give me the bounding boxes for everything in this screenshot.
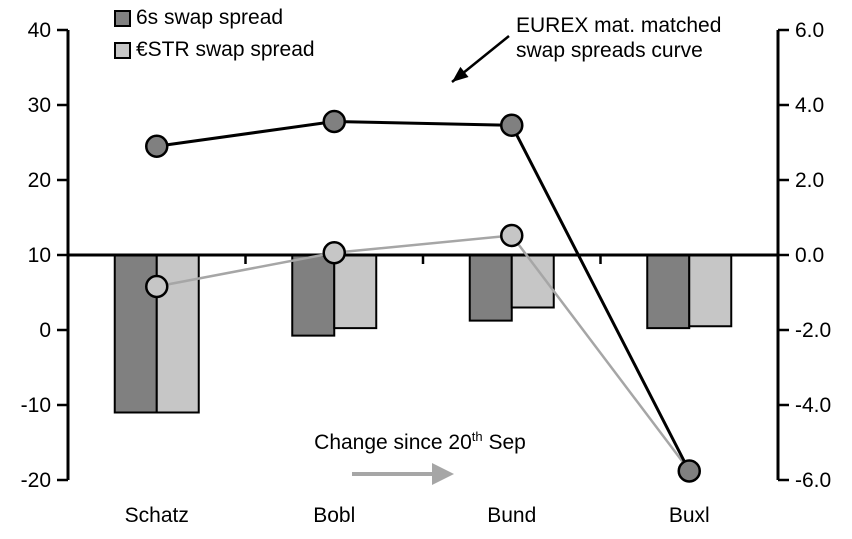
line-6s-curve — [156, 119, 691, 472]
legend-item-estr: €STR swap spread — [114, 38, 315, 62]
annotation-line2: swap spreads curve — [516, 39, 703, 62]
legend-swatch-estr-icon — [114, 41, 131, 59]
bar-estr-buxl — [688, 254, 733, 328]
legend-swatch-6s-icon — [114, 9, 131, 27]
left-axis-label: 0 — [39, 319, 51, 342]
left-axis-label: 30 — [28, 94, 51, 117]
marker-estr-schatz — [145, 274, 169, 299]
change-note-sup: th — [471, 429, 483, 444]
change-note-suffix: Sep — [482, 431, 526, 454]
annotation-line1: EUREX mat. matched — [516, 14, 722, 37]
right-axis-label: 6.0 — [795, 19, 824, 42]
category-label-bund: Bund — [487, 504, 536, 527]
bar-6s-bund — [468, 254, 513, 322]
bar-6s-bobl — [291, 254, 336, 337]
legend-item-6s: 6s swap spread — [114, 6, 315, 30]
right-axis-label: -4.0 — [795, 394, 831, 417]
left-axis-label: -10 — [21, 394, 51, 417]
marker-6s-bobl — [322, 109, 346, 134]
change-arrowhead-icon — [432, 463, 454, 485]
change-since-note: Change since 20th Sep — [270, 429, 570, 455]
right-axis-label: -6.0 — [795, 469, 831, 492]
left-axis-label: -20 — [21, 469, 51, 492]
line-estr-curve — [156, 234, 697, 480]
change-note-prefix: Change since 20 — [314, 431, 472, 454]
right-axis-label: 4.0 — [795, 94, 824, 117]
right-axis-label: -2.0 — [795, 319, 831, 342]
legend-label-estr: €STR swap spread — [136, 38, 315, 61]
marker-6s-buxl — [677, 459, 701, 483]
bar-6s-buxl — [646, 254, 691, 330]
left-axis-label: 40 — [28, 19, 51, 42]
legend-label-6s: 6s swap spread — [136, 6, 284, 29]
bar-estr-bobl — [333, 254, 378, 330]
annotation-arrowhead-icon — [452, 66, 469, 82]
category-label-schatz: Schatz — [125, 504, 189, 527]
left-axis-label: 20 — [28, 169, 51, 192]
marker-6s-schatz — [145, 134, 169, 158]
category-label-bobl: Bobl — [313, 504, 355, 527]
annotation-eurex-curve: EUREX mat. matched swap spreads curve — [516, 13, 721, 63]
legend: 6s swap spread €STR swap spread — [114, 6, 315, 62]
right-axis-label: 0.0 — [795, 244, 824, 267]
marker-estr-bobl — [322, 241, 346, 265]
category-label-buxl: Buxl — [669, 504, 710, 527]
marker-estr-bund — [500, 223, 524, 248]
left-axis-label: 10 — [28, 244, 51, 267]
marker-6s-bund — [500, 113, 524, 137]
right-axis-label: 2.0 — [795, 169, 824, 192]
